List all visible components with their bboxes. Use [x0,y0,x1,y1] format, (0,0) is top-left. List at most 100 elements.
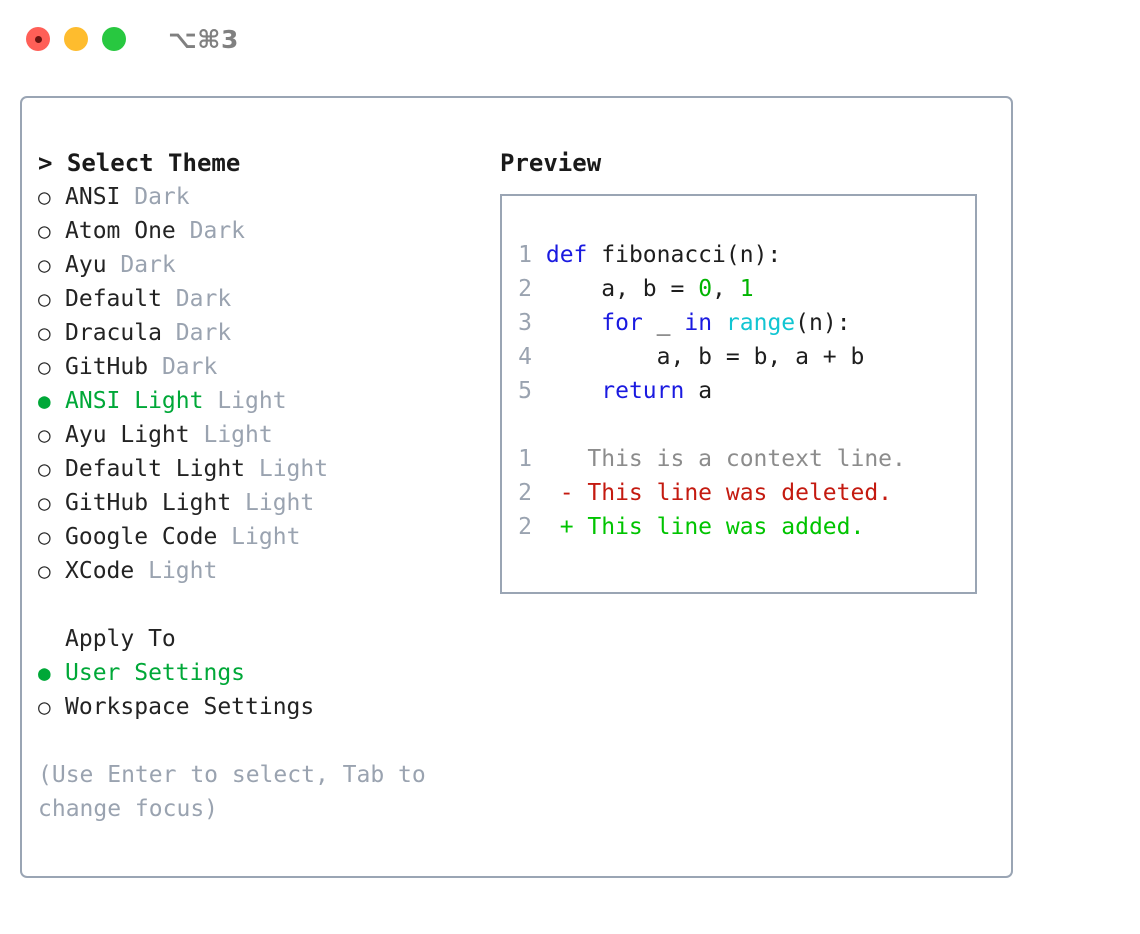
theme-option-variant: Light [189,422,273,448]
theme-option-list: ○ANSI Dark○Atom One Dark○Ayu Dark○Defaul… [38,180,478,588]
code-token-txt: fibonacci(n): [587,242,782,268]
theme-option-variant: Light [231,490,315,516]
diff-line-ctx: 1 This is a context line. [516,442,969,476]
theme-option-google-code[interactable]: ○ Google Code Light [38,520,478,554]
apply-to-option-workspace-settings[interactable]: ○ Workspace Settings [38,690,478,724]
traffic-light-group [26,27,126,51]
code-line-number: 2 [518,276,532,302]
theme-option-default-light[interactable]: ○ Default Light Light [38,452,478,486]
code-token-txt [546,310,601,336]
apply-to-heading-indent: ○ [38,622,65,656]
radio-unselected-icon: ○ [38,491,51,515]
theme-option-name: XCode [65,558,135,584]
apply-to-option-user-settings[interactable]: ● User Settings [38,656,478,690]
diff-line-del: 2 - This line was deleted. [516,476,969,510]
apply-to-heading-label: Apply To [65,626,176,652]
code-token-txt [546,378,601,404]
code-line-number: 1 [518,242,532,268]
code-token-txt: a [684,378,713,404]
diff-sample: 1 This is a context line.2 - This line w… [516,442,969,544]
theme-option-default[interactable]: ○ Default Dark [38,282,478,316]
window-shortcut-label: ⌥⌘3 [168,24,239,54]
code-line-number: 4 [518,344,532,370]
apply-to-heading: ○ Apply To [38,622,478,656]
diff-line-number: 2 [518,480,532,506]
code-token-txt: _ [642,310,685,336]
theme-option-variant: Light [134,558,218,584]
diff-line-text: - This line was deleted. [532,480,893,506]
theme-option-github-light[interactable]: ○ GitHub Light Light [38,486,478,520]
code-token-kw: for [601,310,643,336]
radio-selected-icon: ● [38,661,51,685]
radio-unselected-icon: ○ [38,423,51,447]
maximize-button[interactable] [102,27,126,51]
radio-unselected-icon: ○ [38,219,51,243]
code-token-txt: a, b = [545,276,699,302]
radio-unselected-icon: ○ [38,457,51,481]
theme-option-name: Google Code [65,524,218,550]
radio-unselected-icon: ○ [38,253,51,277]
theme-option-name: Atom One [65,218,176,244]
code-token-kw: def [545,242,588,268]
theme-option-variant: Dark [148,354,218,380]
theme-option-variant: Dark [161,286,232,312]
theme-picker-column: > Select Theme ○ANSI Dark○Atom One Dark○… [38,146,478,826]
apply-to-option-name: Workspace Settings [65,694,315,720]
theme-option-variant: Light [217,524,301,550]
theme-option-ayu[interactable]: ○Ayu Dark [38,248,478,282]
code-line: 3 for _ in range(n): [516,306,969,340]
theme-option-github[interactable]: ○ GitHub Dark [38,350,478,384]
minimize-button[interactable] [64,27,88,51]
code-line-number: 3 [518,310,532,336]
theme-option-ayu-light[interactable]: ○Ayu Light Light [38,418,478,452]
radio-unselected-icon: ○ [38,287,51,311]
radio-unselected-icon: ○ [38,185,51,209]
preview-header: Preview [500,149,602,177]
theme-option-dracula[interactable]: ○Dracula Dark [38,316,478,350]
theme-option-name: GitHub [65,354,149,380]
code-line: 2 a, b = 0, 1 [516,272,969,306]
theme-option-variant: Light [245,456,329,482]
radio-unselected-icon: ○ [38,695,51,719]
diff-line-number: 1 [518,446,532,472]
theme-option-name: GitHub Light [65,490,232,516]
code-token-kw: return [601,378,685,404]
radio-unselected-icon: ○ [38,559,51,583]
theme-option-ansi[interactable]: ○ANSI Dark [38,180,478,214]
main-panel: > Select Theme ○ANSI Dark○Atom One Dark○… [20,96,1013,878]
theme-option-variant: Light [203,388,287,414]
theme-option-name: ANSI Light [65,388,204,414]
apply-to-option-name: User Settings [65,660,246,686]
code-token-fn: range [725,310,796,336]
theme-option-variant: Dark [175,218,246,244]
list-spacer [38,588,478,622]
code-line: 4 a, b = b, a + b [516,340,969,374]
code-line: 1 def fibonacci(n): [516,238,969,272]
keyboard-hint-text: (Use Enter to select, Tab to change focu… [38,762,426,822]
code-token-num: 0 [698,276,713,302]
close-button[interactable] [26,27,50,51]
theme-option-name: Default [65,286,162,312]
diff-line-text: This is a context line. [532,446,906,472]
radio-unselected-icon: ○ [38,355,51,379]
diff-line-number: 2 [518,514,532,540]
code-line-number: 5 [518,378,532,404]
diff-line-text: + This line was added. [532,514,865,540]
code-token-txt: a, b = b, a + b [545,344,865,370]
code-line: 5 return a [516,374,969,408]
radio-unselected-icon: ○ [38,525,51,549]
theme-option-ansi-light[interactable]: ●ANSI Light Light [38,384,478,418]
title-bar: ⌥⌘3 [0,0,1140,78]
radio-unselected-icon: ○ [38,321,51,345]
code-token-kw: in [684,310,713,336]
theme-option-name: Dracula [65,320,162,346]
theme-option-name: Default Light [65,456,246,482]
theme-option-atom-one[interactable]: ○ Atom One Dark [38,214,478,248]
theme-option-xcode[interactable]: ○ XCode Light [38,554,478,588]
code-token-txt: , [712,276,740,302]
apply-to-option-list: ● User Settings ○ Workspace Settings [38,656,478,724]
